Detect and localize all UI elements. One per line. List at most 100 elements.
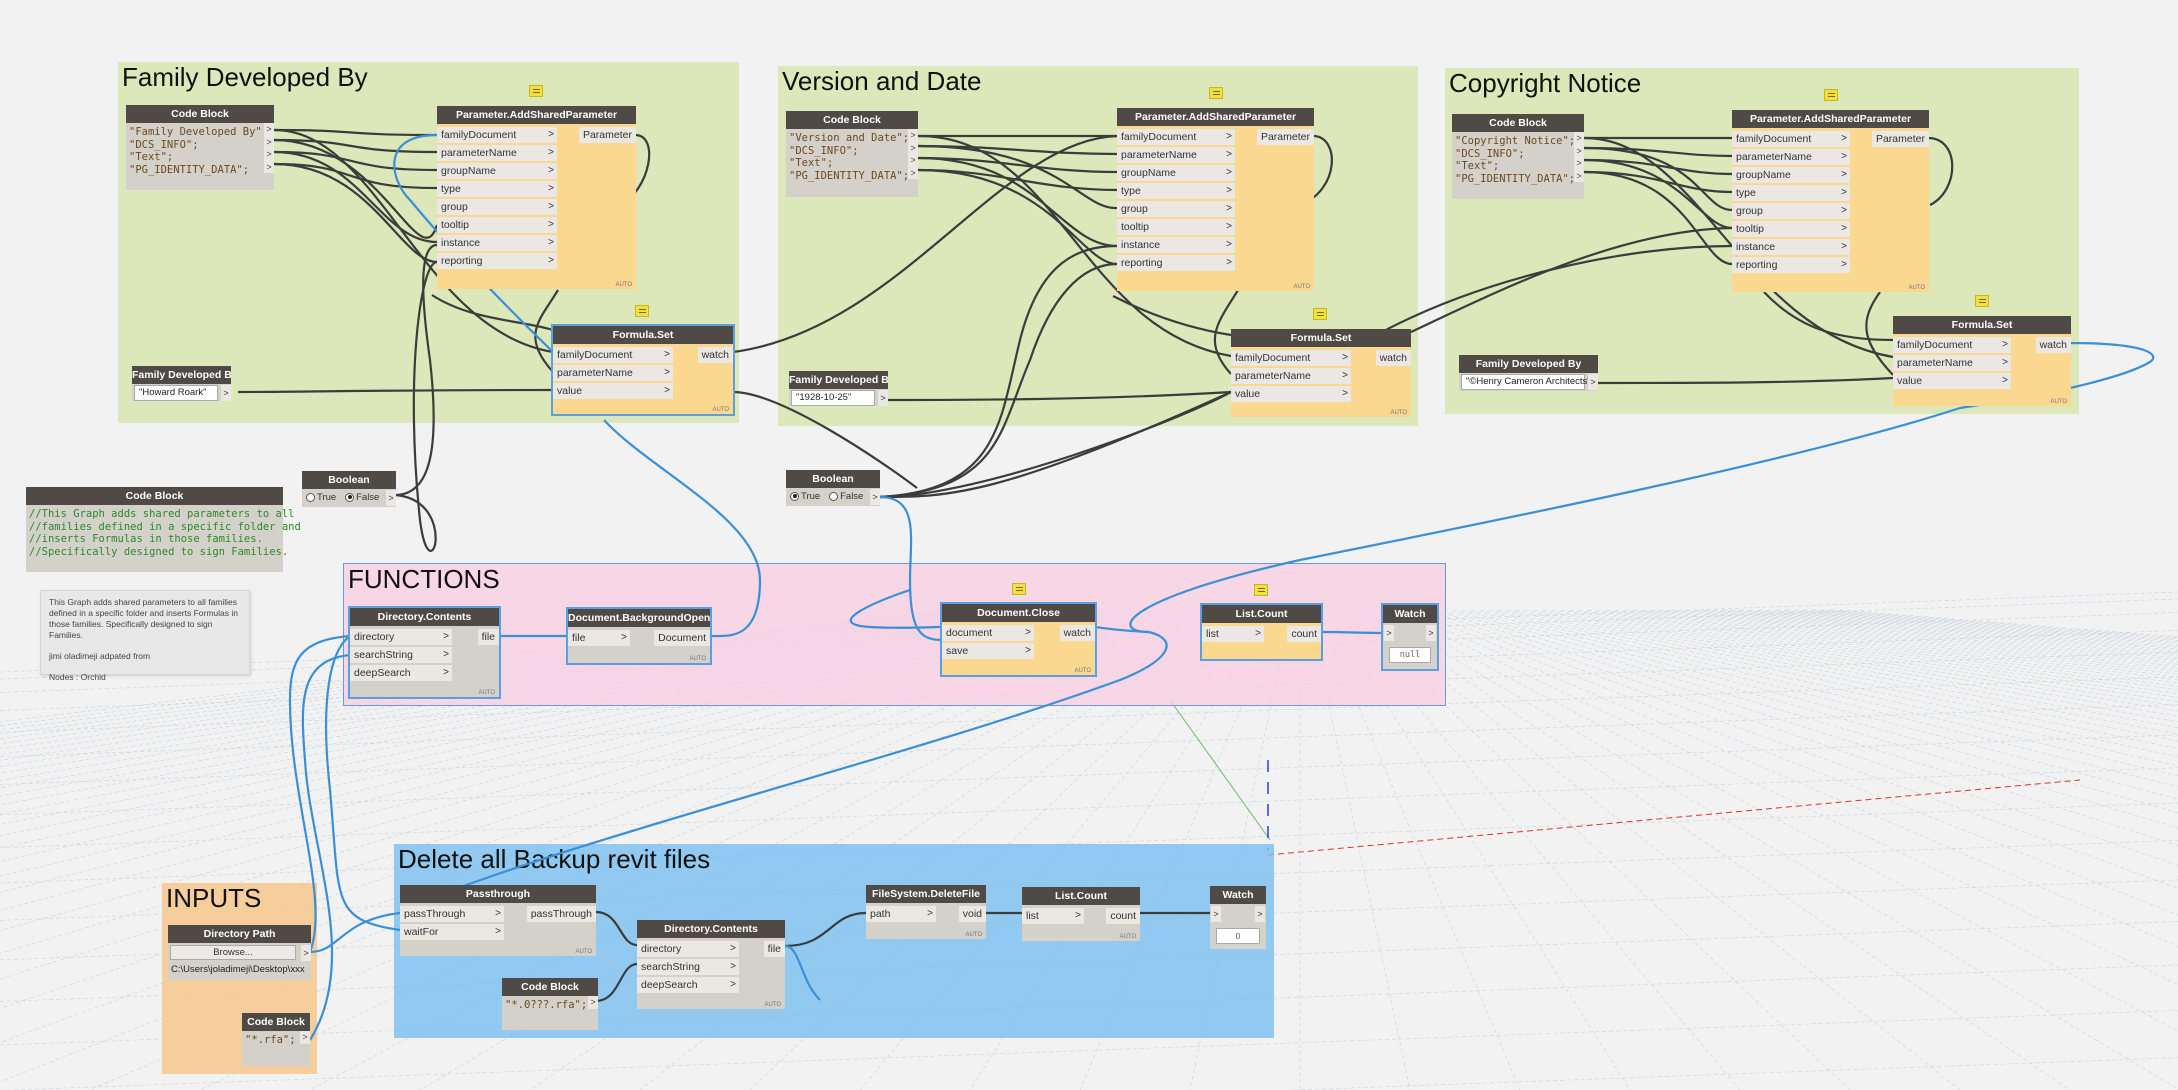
directory-path-node[interactable]: Directory Path Browse... > C:\Users\jola… (168, 925, 311, 980)
input-port[interactable]: waitFor (400, 924, 504, 940)
delete-file-node[interactable]: FileSystem.DeleteFile path void AUTO (866, 885, 986, 939)
input-port[interactable]: groupName (1117, 165, 1235, 181)
input-port[interactable]: parameterName (437, 145, 557, 161)
output-port[interactable]: > (1426, 625, 1436, 641)
directory-contents-node[interactable]: Directory.Contents directory searchStrin… (637, 920, 785, 1009)
string-node-version[interactable]: Family Developed By "1928-10-25" > (789, 371, 888, 406)
output-port[interactable]: > (301, 945, 311, 961)
false-radio[interactable] (829, 491, 839, 501)
input-port[interactable]: file (568, 630, 630, 646)
input-port[interactable]: group (437, 199, 557, 215)
graph-description-note[interactable]: This Graph adds shared parameters to all… (40, 590, 250, 682)
input-port[interactable]: familyDocument (553, 347, 673, 363)
input-port[interactable]: type (1117, 183, 1235, 199)
code-text[interactable]: "Copyright Notice"; "DCS_INFO"; "Text"; … (1455, 135, 1576, 185)
input-port[interactable]: instance (1117, 237, 1235, 253)
output-port[interactable]: file (477, 629, 499, 645)
output-port[interactable]: watch (697, 347, 733, 363)
output-port[interactable]: > (386, 490, 396, 506)
string-node-family[interactable]: Family Developed By "Howard Roark" > (132, 366, 231, 401)
directory-contents-node[interactable]: Directory.Contents directory searchStrin… (348, 606, 501, 699)
false-radio[interactable] (345, 492, 355, 502)
note-icon[interactable] (635, 305, 649, 317)
input-port[interactable]: save (942, 643, 1034, 659)
input-port[interactable]: directory (350, 629, 452, 645)
input-port[interactable]: document (942, 625, 1034, 641)
code-block-outputs[interactable]: >>>> (908, 129, 918, 179)
true-radio[interactable] (306, 492, 315, 502)
watch-node-functions[interactable]: Watch > > null (1381, 603, 1439, 671)
output-port[interactable]: Parameter (1871, 131, 1929, 147)
code-block-family[interactable]: Code Block "Family Developed By"; "DCS_I… (126, 105, 274, 190)
code-block-rfa-pattern[interactable]: Code Block "*.0???.rfa"; > (502, 978, 598, 1030)
input-port[interactable]: tooltip (1732, 221, 1850, 237)
input-port[interactable]: group (1732, 203, 1850, 219)
input-port[interactable]: familyDocument (1117, 129, 1235, 145)
input-port[interactable]: reporting (437, 253, 557, 269)
formula-set-node[interactable]: Formula.Set familyDocument parameterName… (1893, 316, 2071, 406)
code-text[interactable]: "Version and Date"; "DCS_INFO"; "Text"; … (789, 132, 910, 182)
input-port[interactable]: passThrough (400, 906, 504, 922)
string-node-copyright[interactable]: Family Developed By "©Henry Cameron Arch… (1459, 355, 1598, 391)
input-port[interactable]: group (1117, 201, 1235, 217)
add-shared-parameter-node[interactable]: Parameter.AddSharedParameter familyDocum… (1117, 108, 1314, 291)
string-value[interactable]: "1928-10-25" (791, 390, 875, 406)
output-port[interactable]: Parameter (1256, 129, 1314, 145)
document-close-node[interactable]: Document.Close document save watch AUTO (940, 602, 1097, 677)
boolean-node-family[interactable]: Boolean True False > (302, 471, 396, 507)
code-text[interactable]: "*.rfa"; (245, 1034, 296, 1046)
output-port[interactable]: watch (1059, 625, 1095, 641)
watch-node-delete[interactable]: Watch > > 0 (1210, 886, 1266, 949)
note-icon[interactable] (1254, 584, 1268, 596)
add-shared-parameter-node[interactable]: Parameter.AddSharedParameter familyDocum… (437, 106, 636, 289)
output-port[interactable]: Document (654, 630, 710, 646)
input-port[interactable]: value (1231, 386, 1351, 402)
output-port[interactable]: file (763, 941, 785, 957)
boolean-node-main[interactable]: Boolean True False > (786, 470, 880, 506)
input-port[interactable]: list (1202, 626, 1264, 642)
output-port[interactable]: void (958, 906, 986, 922)
document-background-open-node[interactable]: Document.BackgroundOpen file Document AU… (566, 607, 712, 665)
output-port[interactable]: > (870, 489, 880, 505)
string-value[interactable]: "Howard Roark" (134, 385, 218, 401)
input-port[interactable]: > (1211, 906, 1221, 922)
code-block-version[interactable]: Code Block "Version and Date"; "DCS_INFO… (786, 111, 918, 197)
formula-set-node[interactable]: Formula.Set familyDocument parameterName… (551, 324, 735, 416)
output-port[interactable]: > (1588, 374, 1598, 390)
output-port[interactable]: Parameter (578, 127, 636, 143)
input-port[interactable]: searchString (350, 647, 452, 663)
code-block-comment[interactable]: Code Block //This Graph adds shared para… (26, 487, 301, 572)
input-port[interactable]: path (866, 906, 936, 922)
input-port[interactable]: directory (637, 941, 739, 957)
browse-button[interactable]: Browse... (170, 945, 296, 960)
output-port[interactable]: passThrough (526, 906, 596, 922)
output-port[interactable]: > (221, 385, 231, 401)
note-icon[interactable] (1975, 295, 1989, 307)
input-port[interactable]: reporting (1117, 255, 1235, 271)
list-count-node[interactable]: List.Count list count AUTO (1022, 887, 1140, 941)
input-port[interactable]: parameterName (1117, 147, 1235, 163)
passthrough-node[interactable]: Passthrough passThrough waitFor passThro… (400, 885, 596, 956)
code-text[interactable]: //This Graph adds shared parameters to a… (29, 508, 301, 558)
input-port[interactable]: tooltip (1117, 219, 1235, 235)
input-port[interactable]: familyDocument (1893, 337, 2011, 353)
input-port[interactable]: familyDocument (437, 127, 557, 143)
input-port[interactable]: groupName (437, 163, 557, 179)
input-port[interactable]: > (1384, 625, 1394, 641)
output-port[interactable]: > (1255, 906, 1265, 922)
input-port[interactable]: familyDocument (1231, 350, 1351, 366)
string-value[interactable]: "©Henry Cameron Architects" (1461, 374, 1591, 390)
note-icon[interactable] (529, 85, 543, 97)
output-port[interactable]: watch (1375, 350, 1411, 366)
output-port[interactable]: count (1287, 626, 1321, 642)
formula-set-node[interactable]: Formula.Set familyDocument parameterName… (1231, 329, 1411, 417)
input-port[interactable]: groupName (1732, 167, 1850, 183)
input-port[interactable]: deepSearch (350, 665, 452, 681)
input-port[interactable]: instance (437, 235, 557, 251)
input-port[interactable]: familyDocument (1732, 131, 1850, 147)
code-block-outputs[interactable]: >>>> (264, 123, 274, 173)
add-shared-parameter-node[interactable]: Parameter.AddSharedParameter familyDocum… (1732, 110, 1929, 292)
output-port[interactable]: count (1106, 908, 1140, 924)
input-port[interactable]: value (553, 383, 673, 399)
code-block-rfa-filter[interactable]: Code Block "*.rfa"; > (242, 1013, 310, 1066)
